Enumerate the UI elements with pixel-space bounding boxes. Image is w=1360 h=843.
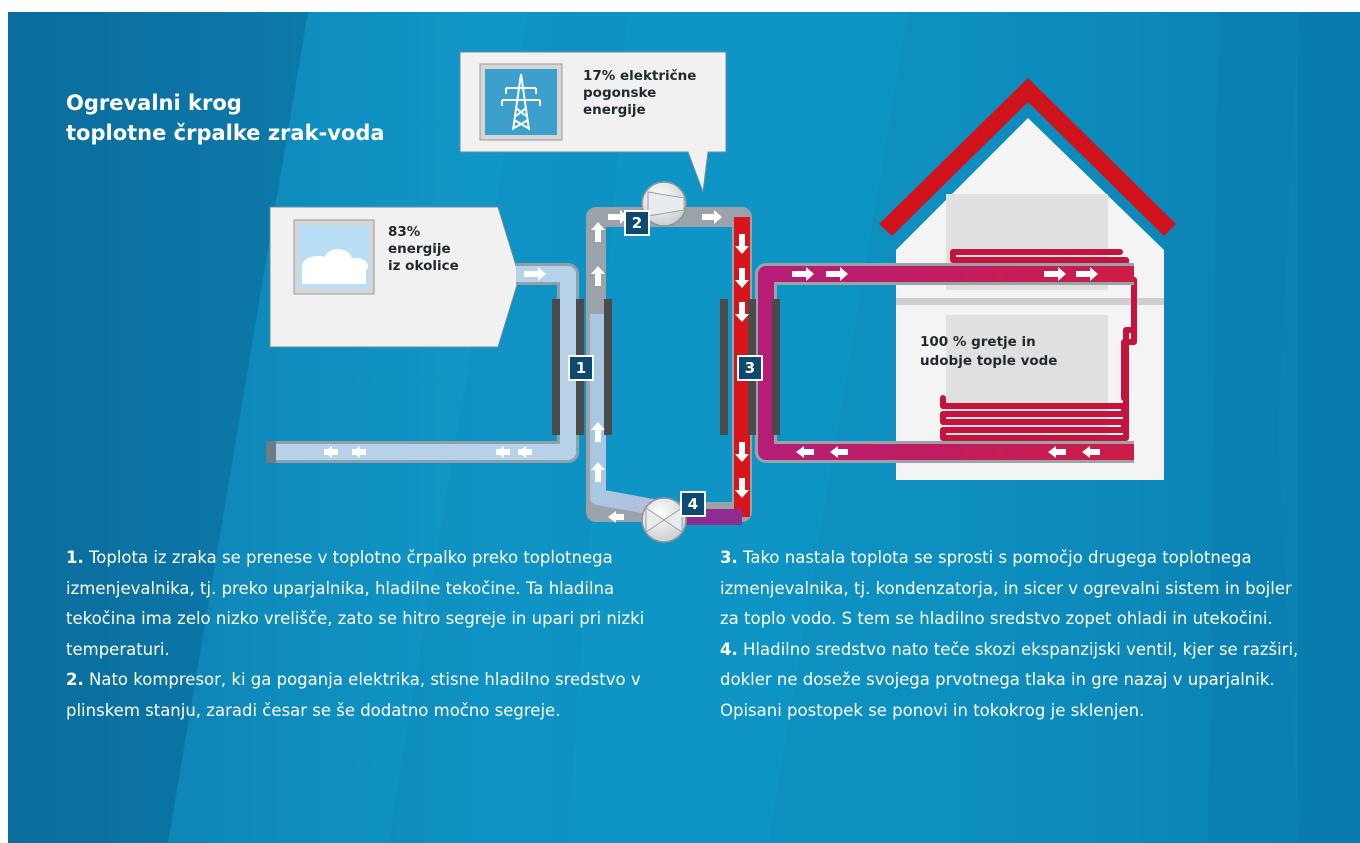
description-3-number: 3. xyxy=(720,548,738,567)
description-2: 2. Nato kompresor, ki ga poganja elektri… xyxy=(66,665,656,726)
ambient-line-2: energije xyxy=(388,241,451,257)
step-4-badge: 4 xyxy=(680,491,706,517)
ambient-energy-label: 83% energije iz okolice xyxy=(388,224,459,275)
electric-energy-label: 17% električne pogonske energije xyxy=(583,68,696,119)
description-2-text: Nato kompresor, ki ga poganja elektrika,… xyxy=(66,670,641,720)
electric-line-2: pogonske xyxy=(583,85,657,101)
heating-pipe xyxy=(755,263,1134,463)
description-right: 3. Tako nastala toplota se sprosti s pom… xyxy=(720,543,1315,727)
description-3: 3. Tako nastala toplota se sprosti s pom… xyxy=(720,543,1315,635)
title-line-1: Ogrevalni krog xyxy=(66,91,242,115)
ambient-line-1: 83% xyxy=(388,224,421,240)
description-4-number: 4. xyxy=(720,639,738,659)
step-1-badge: 1 xyxy=(568,355,594,381)
description-1: 1. Toplota iz zraka se prenese v toplotn… xyxy=(66,543,656,665)
description-4: 4. Hladilno sredstvo nato teče skozi eks… xyxy=(720,635,1315,727)
description-1-number: 1. xyxy=(66,548,84,567)
description-1-text: Toplota iz zraka se prenese v toplotno č… xyxy=(66,548,645,659)
flow-arrows xyxy=(324,210,1100,523)
description-left: 1. Toplota iz zraka se prenese v toplotn… xyxy=(66,543,656,727)
heat-pump-diagram xyxy=(266,51,1176,543)
expansion-valve xyxy=(641,497,687,543)
house-heating-label: 100 % gretje in udobje tople vode xyxy=(920,333,1057,371)
infographic: Ogrevalni krog toplotne črpalke zrak-vod… xyxy=(8,12,1360,843)
description-2-number: 2. xyxy=(66,670,84,690)
electric-line-3: energije xyxy=(583,102,646,118)
sky-window-icon xyxy=(293,219,375,295)
step-3-badge: 3 xyxy=(737,355,763,381)
diagram-title: Ogrevalni krog toplotne črpalke zrak-vod… xyxy=(66,88,385,148)
house-line-2: udobje tople vode xyxy=(920,353,1058,369)
title-line-2: toplotne črpalke zrak-voda xyxy=(66,121,385,145)
electric-energy-callout xyxy=(459,51,727,193)
ambient-line-3: iz okolice xyxy=(388,258,459,274)
step-2-badge: 2 xyxy=(624,210,650,236)
house-line-1: 100 % gretje in xyxy=(920,334,1036,350)
compressor xyxy=(641,181,687,227)
ambient-energy-callout xyxy=(269,206,554,348)
electric-line-1: 17% električne xyxy=(583,68,697,84)
description-3-text: Tako nastala toplota se sprosti s pomočj… xyxy=(720,548,1292,629)
description-4-text: Hladilno sredstvo nato teče skozi ekspan… xyxy=(720,639,1299,720)
power-pylon-icon xyxy=(479,63,563,141)
